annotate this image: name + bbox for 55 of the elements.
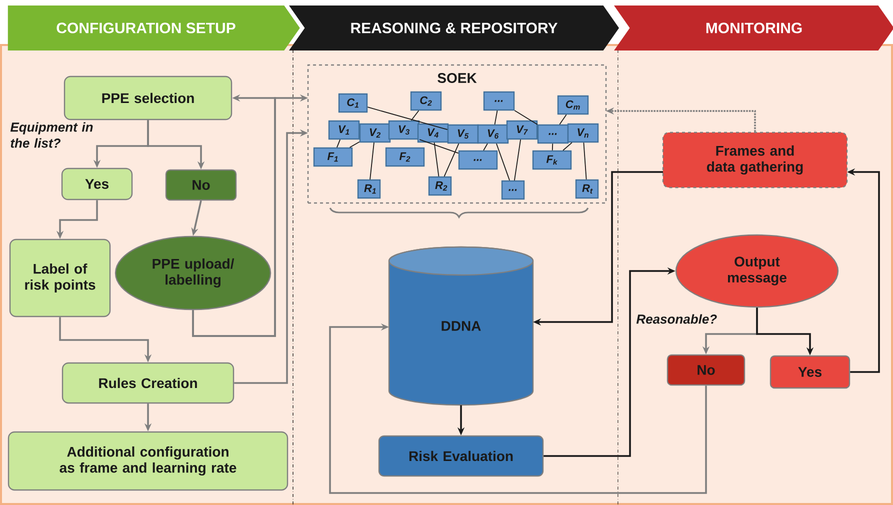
option-box: Yes [61,168,133,200]
concept-box: ... [483,91,515,111]
connector-line [514,110,538,125]
concept-box: F$_{1}$ [313,147,353,167]
header-banner: MONITORING [614,6,893,50]
concept-box: V$_{4}$ [417,123,449,143]
concept-box: V$_{n}$ [567,123,599,143]
header-banner: CONFIGURATION SETUP [8,6,300,50]
process-box: Additional configuration as frame and learning rate [8,431,288,491]
connector-line [583,142,587,180]
process-box: Risk Evaluation [378,435,544,477]
question-label: Reasonable? [636,314,717,324]
connector-line [370,142,374,180]
question-label: Equipment in the list? [10,122,93,148]
concept-box: R$_{2}$ [428,176,452,196]
concept-box: C$_{1}$ [338,93,368,113]
concept-box: C$_{2}$ [410,91,442,111]
option-box: No [165,169,237,201]
option-box: Yes [770,355,850,389]
process-box: Rules Creation [62,362,234,404]
concept-box: V$_{3}$ [388,120,420,140]
concept-box: V$_{6}$ [477,124,509,144]
concept-box: V$_{7}$ [506,120,538,140]
connector-line [349,141,360,148]
connector-line [514,139,522,181]
connector-line [562,142,572,151]
connector-line [552,143,554,151]
arrow [329,323,707,494]
connector-line [419,139,459,154]
connector-line [410,110,420,121]
concept-box: C$_{m}$ [557,95,589,115]
connector-line [434,142,440,177]
option-box: No [666,354,746,386]
process-box: Label of risk points [9,238,111,318]
connector-line [444,143,460,177]
concept-box: V$_{2}$ [359,123,391,143]
connector-line [494,110,498,125]
process-box: Frames and data gathering [662,132,848,188]
concept-box: V$_{5}$ [447,124,479,144]
connector-line [336,139,341,148]
connector-line [559,114,567,125]
process-box: PPE selection [64,76,232,120]
concept-box: F$_{k}$ [532,150,572,170]
concept-box: R$_{1}$ [357,179,381,199]
concept-box: ... [501,180,525,200]
connector-line [496,143,510,181]
connector-line [367,106,448,130]
connector-line [483,143,488,151]
concept-box: ... [537,124,569,144]
concept-box: ... [458,150,498,170]
concept-box: V$_{1}$ [328,120,360,140]
concept-box: F$_{2}$ [385,147,425,167]
database-cylinder: DDNA [388,246,534,406]
concept-box: R$_{t}$ [575,179,599,199]
header-banner: REASONING & REPOSITORY [289,6,619,50]
